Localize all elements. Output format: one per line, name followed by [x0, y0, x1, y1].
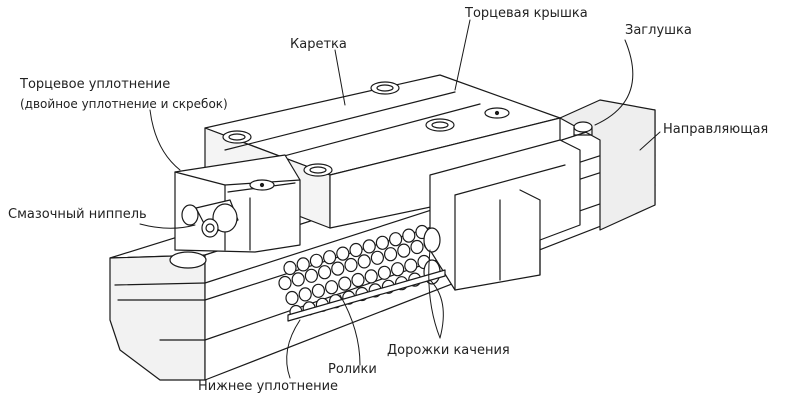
- roller: [331, 261, 345, 276]
- roller: [384, 247, 398, 262]
- roller: [357, 254, 371, 269]
- roller: [318, 265, 332, 280]
- end-seal: [174, 154, 301, 253]
- rail-mounting-hole: [169, 251, 207, 269]
- label-end-cap: Торцевая крышка: [465, 6, 588, 21]
- roller: [364, 269, 378, 284]
- roller: [389, 232, 403, 247]
- roller: [402, 228, 416, 243]
- label-end-seal: Торцевое уплотнение: [20, 77, 171, 92]
- roller: [349, 242, 363, 258]
- leader-end-cap: [454, 19, 471, 91]
- roller: [377, 265, 391, 280]
- roller: [309, 253, 323, 268]
- leader-bottom-seal: [286, 319, 301, 379]
- roller: [404, 258, 418, 273]
- label-carriage: Каретка: [290, 37, 347, 52]
- label-bottom-seal: Нижнее уплотнение: [198, 379, 339, 394]
- bottom-seal: [287, 269, 446, 322]
- roller: [304, 268, 318, 283]
- roller: [291, 272, 305, 287]
- leader-lines: [139, 19, 661, 379]
- label-rail: Направляющая: [663, 122, 769, 137]
- plug: [573, 121, 593, 136]
- roller: [336, 246, 350, 261]
- roller: [410, 239, 424, 255]
- end-cap: [429, 139, 581, 291]
- leader-end-seal: [149, 109, 181, 171]
- label-raceways: Дорожки качения: [387, 343, 510, 358]
- leader-rollers: [339, 294, 361, 366]
- roller: [296, 257, 310, 272]
- label-plug: Заглушка: [625, 23, 692, 38]
- label-end-seal-detail: (двойное уплотнение и скребок): [20, 97, 228, 111]
- leader-grease-nipple: [139, 223, 196, 229]
- roller: [370, 250, 384, 265]
- roller: [311, 283, 325, 298]
- leader-carriage: [334, 49, 346, 106]
- roller: [344, 257, 358, 273]
- roller: [325, 280, 339, 295]
- grease-nipple: [181, 199, 239, 238]
- leader-raceway-2: [428, 249, 441, 339]
- leader-plug: [594, 39, 634, 126]
- roller: [351, 272, 365, 288]
- roller: [397, 243, 411, 258]
- roller: [285, 290, 299, 306]
- roller: [338, 276, 352, 291]
- roller: [323, 250, 337, 265]
- leader-rail: [639, 131, 661, 151]
- roller: [362, 239, 376, 254]
- label-rollers: Ролики: [328, 362, 377, 377]
- label-grease-nipple: Смазочный ниппель: [8, 207, 147, 222]
- roller: [391, 262, 405, 277]
- roller: [283, 260, 297, 276]
- roller: [278, 275, 292, 291]
- leader-raceway-1: [429, 279, 444, 339]
- roller: [375, 235, 389, 250]
- roller: [298, 287, 312, 302]
